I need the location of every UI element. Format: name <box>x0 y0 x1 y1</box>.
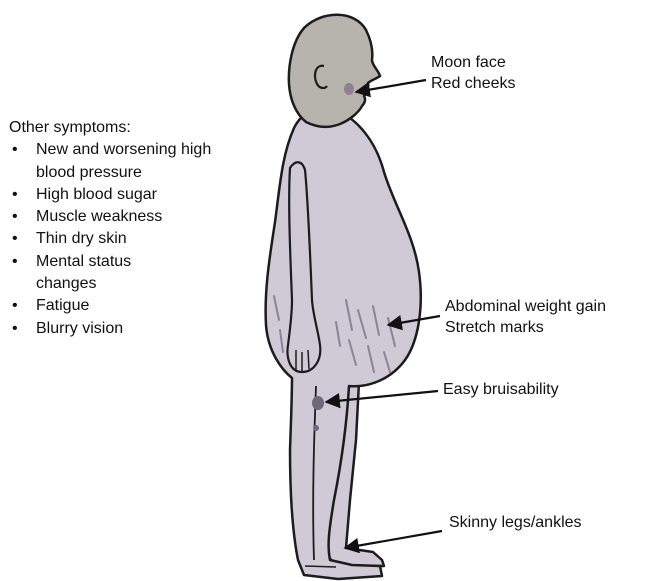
label-abdominal: Abdominal weight gain Stretch marks <box>445 296 606 338</box>
label-bruise: Easy bruisability <box>443 379 559 400</box>
label-line: Abdominal weight gain <box>445 296 606 317</box>
head <box>289 15 380 127</box>
label-moon-face: Moon face Red cheeks <box>431 52 516 94</box>
symptom-item: Fatigue <box>9 295 241 317</box>
label-line: Skinny legs/ankles <box>449 512 582 533</box>
label-line: Easy bruisability <box>443 379 559 400</box>
symptoms-heading: Other symptoms: <box>9 117 241 139</box>
symptom-item: Thin dry skin <box>9 228 241 250</box>
symptom-item: Blurry vision <box>9 318 241 340</box>
symptom-item: New and worsening high blood pressure <box>9 139 241 184</box>
label-line: Red cheeks <box>431 73 516 94</box>
symptom-item: High blood sugar <box>9 184 241 206</box>
other-symptoms-list: Other symptoms: New and worsening high b… <box>9 117 241 340</box>
arrow-legs <box>345 531 442 548</box>
foot-line <box>305 566 336 567</box>
label-line: Stretch marks <box>445 317 606 338</box>
symptom-item: Muscle weakness <box>9 206 241 228</box>
label-legs: Skinny legs/ankles <box>449 512 582 533</box>
red-cheek-mark <box>344 83 354 95</box>
bruise-mark <box>312 396 324 410</box>
symptom-item: Mental status changes <box>9 251 166 296</box>
bruise-mark-small <box>313 425 319 431</box>
label-line: Moon face <box>431 52 516 73</box>
